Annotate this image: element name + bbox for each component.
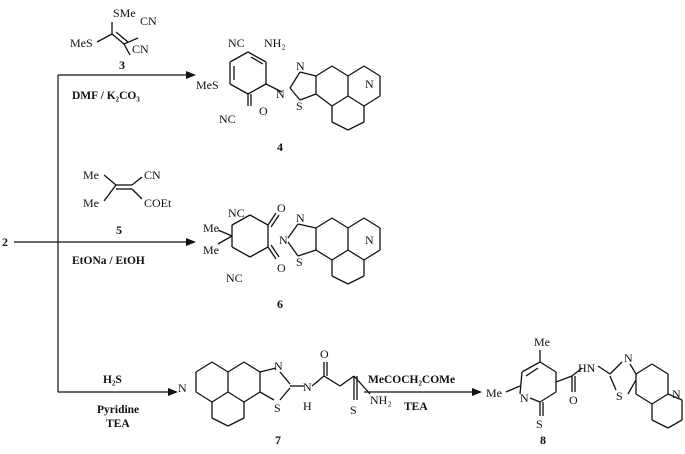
p6-quinoline-n: N: [365, 233, 374, 247]
p6-ring-n: N: [279, 233, 288, 247]
p8-me-left: Me: [486, 386, 502, 400]
reagent3-mes: MeS: [70, 36, 93, 50]
reagent5-coet: COEt: [144, 196, 172, 210]
p8-oxygen: O: [569, 393, 578, 407]
product-4-number: 4: [277, 140, 283, 154]
p7-amide-h: H: [303, 399, 312, 413]
p7-thiazole-s: S: [274, 401, 281, 415]
p7-amide-n: N: [303, 380, 312, 394]
start-compound-label: 2: [2, 235, 8, 249]
p7-nh2: NH₂: [370, 393, 392, 407]
product-7-structure: N N S O H N S NH₂: [178, 347, 392, 427]
conditions-step-2: EtONa / EtOH: [72, 255, 145, 267]
product-4-structure: NC NH₂ MeS NC O N N S N: [196, 36, 381, 131]
product-8-structure: Me Me N S O HN N S N: [486, 335, 683, 431]
p6-me-top: Me: [203, 221, 219, 235]
p4-nc-bottom: NC: [219, 112, 236, 126]
reagent5-cn: CN: [144, 168, 161, 182]
product-6-structure: NC O Me Me NC O N N S N: [203, 201, 381, 285]
product-8-number: 8: [540, 433, 546, 447]
reagent3-cn-top: CN: [140, 14, 157, 28]
reagent-3: SMe CN MeS CN: [70, 6, 157, 56]
final-base: TEA: [404, 401, 428, 413]
conditions-step-3-top: H₂S: [103, 374, 122, 386]
p4-nc-top: NC: [228, 36, 245, 50]
p4-nh2: NH₂: [264, 36, 286, 50]
conditions-step-3-tea: TEA: [106, 418, 130, 430]
p4-quinoline-n: N: [365, 77, 374, 91]
p6-nc-bottom: NC: [226, 271, 243, 285]
p4-oxygen: O: [259, 104, 268, 118]
p6-oxygen-top: O: [277, 201, 286, 215]
p8-quinoline-n: N: [672, 387, 681, 401]
p7-oxygen: O: [320, 347, 329, 361]
arrowhead-top: [186, 71, 196, 79]
p7-thiazole-n: N: [274, 359, 283, 373]
p4-thiazole-n: N: [296, 59, 305, 73]
product-6-number: 6: [277, 297, 283, 311]
p6-me-bottom: Me: [203, 243, 219, 257]
final-reagent: MeCOCH₂COMe: [368, 374, 455, 386]
p7-thio-s: S: [350, 403, 357, 417]
p8-thiazole-s: S: [616, 389, 623, 403]
p7-quinoline-n: N: [178, 381, 187, 395]
reagent-5: Me CN Me COEt: [83, 168, 172, 210]
p6-thiazole-s: S: [296, 255, 303, 269]
reagent5-me-bottom: Me: [83, 196, 99, 210]
p8-me-top: Me: [534, 335, 550, 349]
p8-thione-s: S: [536, 417, 543, 431]
p4-thiazole-s: S: [296, 99, 303, 113]
p8-ring-n: N: [520, 391, 529, 405]
reagent-3-number: 3: [119, 58, 125, 72]
conditions-step-1: DMF / K₂CO₃: [72, 90, 140, 102]
p6-nc-top: NC: [228, 206, 245, 220]
p4-ring-n: N: [276, 87, 285, 101]
arrowhead-middle: [186, 238, 196, 246]
reagent3-cn-bottom: CN: [132, 42, 149, 56]
reagent3-sme: SMe: [113, 6, 136, 20]
reagent5-me-top: Me: [83, 168, 99, 182]
p6-oxygen-bottom: O: [277, 261, 286, 275]
p8-amide-hn: HN: [578, 361, 596, 375]
product-7-number: 7: [275, 433, 281, 447]
p6-thiazole-n: N: [296, 211, 305, 225]
conditions-step-3-pyridine: Pyridine: [97, 404, 139, 416]
p4-mes: MeS: [196, 78, 219, 92]
p8-thiazole-n: N: [624, 351, 633, 365]
reagent-5-number: 5: [116, 223, 122, 237]
arrowhead-final: [472, 388, 482, 396]
arrowhead-bottom: [168, 388, 178, 396]
